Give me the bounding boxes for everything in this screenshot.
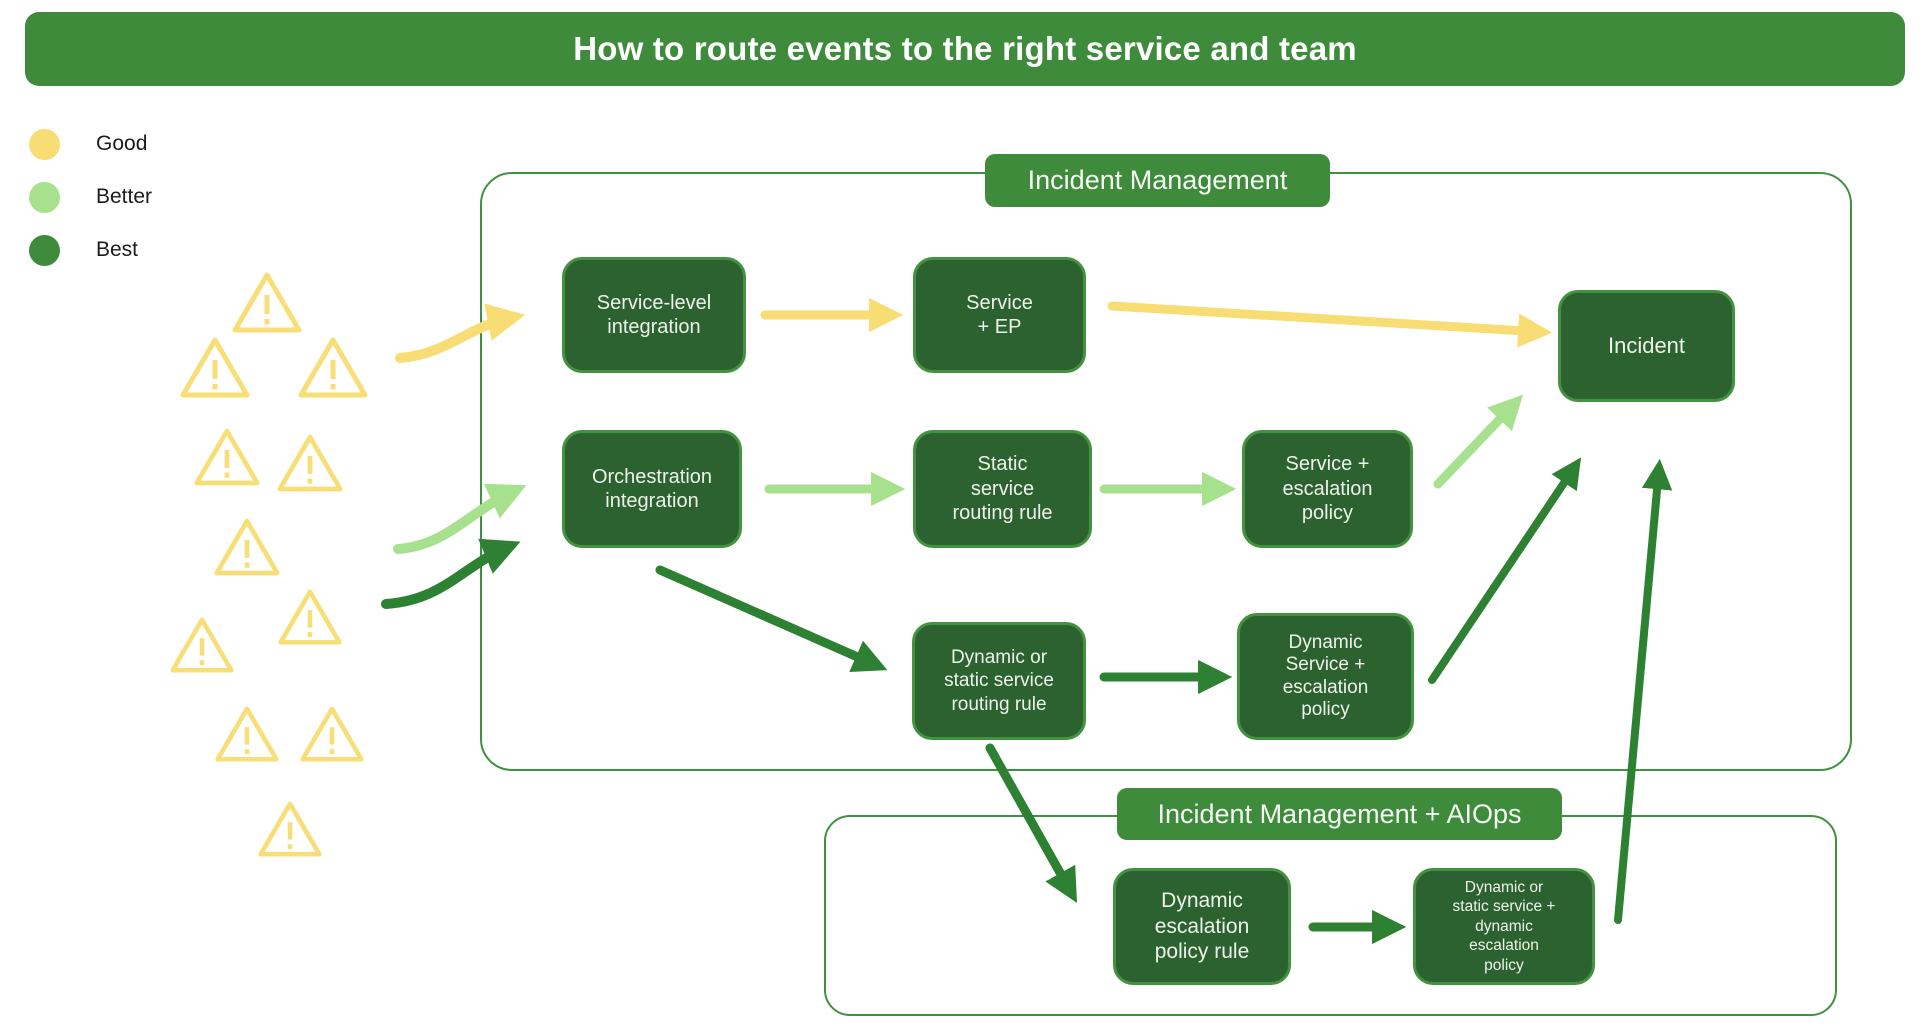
node-dynamic-or-static-service-dynamic-escalation-policy: Dynamic or static service + dynamic esca… [1413, 868, 1595, 985]
node-incident: Incident [1558, 290, 1735, 402]
legend-label: Better [96, 185, 153, 208]
alert-triangles [173, 275, 365, 854]
node-orchestration-integration: Orchestration integration [562, 430, 742, 548]
legend: Good Better Best [29, 126, 152, 285]
incident-management-container-label: Incident Management [985, 154, 1330, 207]
node-static-service-routing-rule: Static service routing rule [913, 430, 1092, 548]
page-title: How to route events to the right service… [573, 30, 1357, 67]
node-service-escalation-policy: Service + escalation policy [1242, 430, 1413, 548]
warning-triangle-icon [280, 437, 340, 489]
legend-label: Good [96, 132, 148, 155]
warning-triangle-icon [197, 431, 257, 483]
warning-triangle-icon [303, 709, 362, 759]
node-dynamic-escalation-policy-rule: Dynamic escalation policy rule [1113, 868, 1291, 985]
legend-item-best: Best [29, 232, 152, 268]
incident-management-aiops-container [824, 815, 1837, 1016]
legend-item-good: Good [29, 126, 152, 162]
warning-triangle-icon [281, 592, 340, 642]
warning-triangle-icon [217, 521, 277, 573]
good-dot-icon [29, 128, 60, 160]
page-title-banner: How to route events to the right service… [25, 12, 1905, 86]
legend-item-better: Better [29, 179, 152, 215]
node-service-level-integration: Service-level integration [562, 257, 746, 373]
warning-triangle-icon [235, 275, 299, 330]
warning-triangle-icon [301, 340, 365, 395]
node-service-ep: Service + EP [913, 257, 1086, 373]
better-dot-icon [29, 181, 60, 213]
legend-label: Best [96, 238, 139, 261]
warning-triangle-icon [261, 804, 320, 854]
warning-triangle-icon [183, 340, 247, 395]
best-dot-icon [29, 234, 60, 266]
warning-triangle-icon [218, 709, 277, 759]
incident-management-aiops-container-label: Incident Management + AIOps [1117, 788, 1562, 840]
warning-triangle-icon [173, 620, 232, 670]
node-dynamic-service-escalation-policy: Dynamic Service + escalation policy [1237, 613, 1414, 740]
node-dynamic-or-static-service-routing-rule: Dynamic or static service routing rule [912, 622, 1086, 740]
